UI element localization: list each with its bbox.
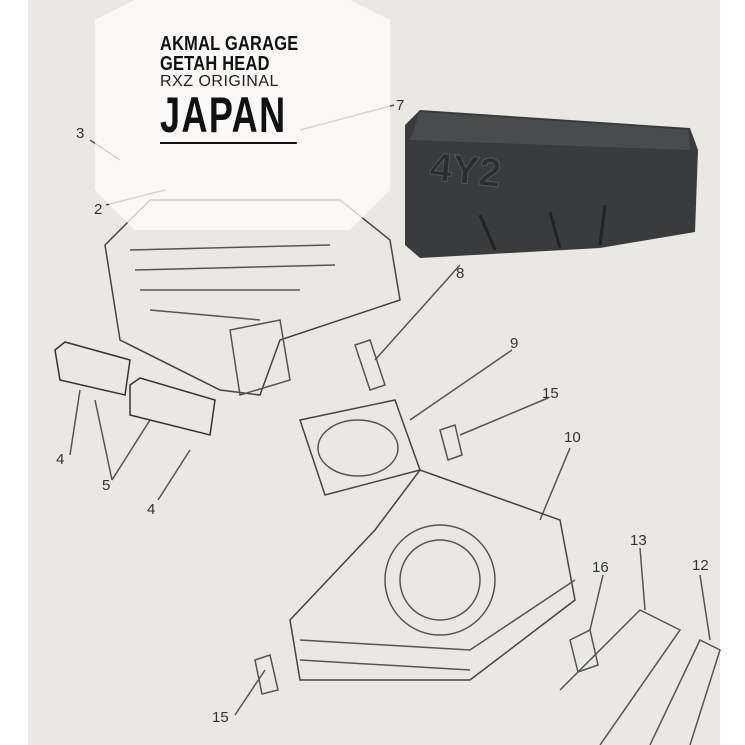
part-label: 15 [542,385,559,402]
logo-line-4: JAPAN [160,90,297,144]
part-label: 3 [76,125,84,142]
part-label: 16 [592,559,609,576]
part-label: 12 [692,557,709,574]
logo-line-1: AKMAL GARAGE [160,33,299,55]
part-label: 8 [456,265,464,282]
logo-hexagon [95,0,390,230]
brand-logo: AKMAL GARAGE GETAH HEAD RXZ ORIGINAL JAP… [160,34,310,144]
rubber-block: 4Y2 [405,110,698,258]
part-label: 4 [147,501,155,518]
embossed-text: 4Y2 [428,145,503,196]
part-label: 15 [212,709,229,726]
part-label: 9 [510,335,518,352]
part-label: 5 [102,477,110,494]
part-label: 7 [396,97,404,114]
logo-line-2: GETAH HEAD [160,53,270,75]
part-label: 2 [94,201,102,218]
part-label: 10 [564,429,581,446]
logo-line-3: RXZ ORIGINAL [160,73,279,90]
part-label: 13 [630,532,647,549]
part-label: 4 [56,451,64,468]
